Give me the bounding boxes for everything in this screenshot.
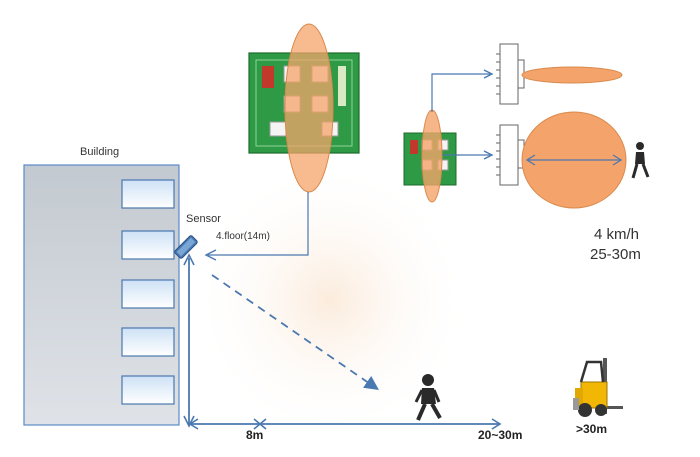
background-glow bbox=[190, 160, 470, 440]
forklift-icon bbox=[573, 358, 623, 417]
floor-label: 4.floor(14m) bbox=[216, 231, 270, 242]
range-label: 25-30m bbox=[590, 246, 641, 263]
connector-top bbox=[431, 73, 490, 112]
pcb-to-sensor-connector bbox=[208, 192, 309, 256]
window bbox=[121, 179, 175, 209]
sensor-label: Sensor bbox=[186, 213, 221, 225]
building-label: Building bbox=[80, 146, 120, 158]
vertical-beam bbox=[284, 23, 334, 193]
distance-8m-label: 8m bbox=[246, 428, 264, 442]
window bbox=[121, 327, 175, 357]
horizontal-narrow-beam bbox=[521, 66, 623, 84]
speed-label: 4 km/h bbox=[594, 226, 640, 243]
person-icon bbox=[631, 142, 650, 179]
small-vertical-beam bbox=[421, 109, 443, 203]
building bbox=[23, 164, 180, 426]
person-icon bbox=[414, 374, 442, 421]
distance-20-30m-label: 20~30m bbox=[478, 428, 523, 442]
antenna-connector-icon bbox=[496, 124, 525, 186]
window bbox=[121, 375, 175, 405]
window bbox=[121, 230, 175, 260]
antenna-connector-icon bbox=[496, 43, 525, 105]
detection-arrow bbox=[211, 274, 379, 391]
sensor-icon bbox=[174, 235, 198, 259]
window bbox=[121, 279, 175, 309]
distance-gt30m-label: >30m bbox=[576, 422, 608, 436]
